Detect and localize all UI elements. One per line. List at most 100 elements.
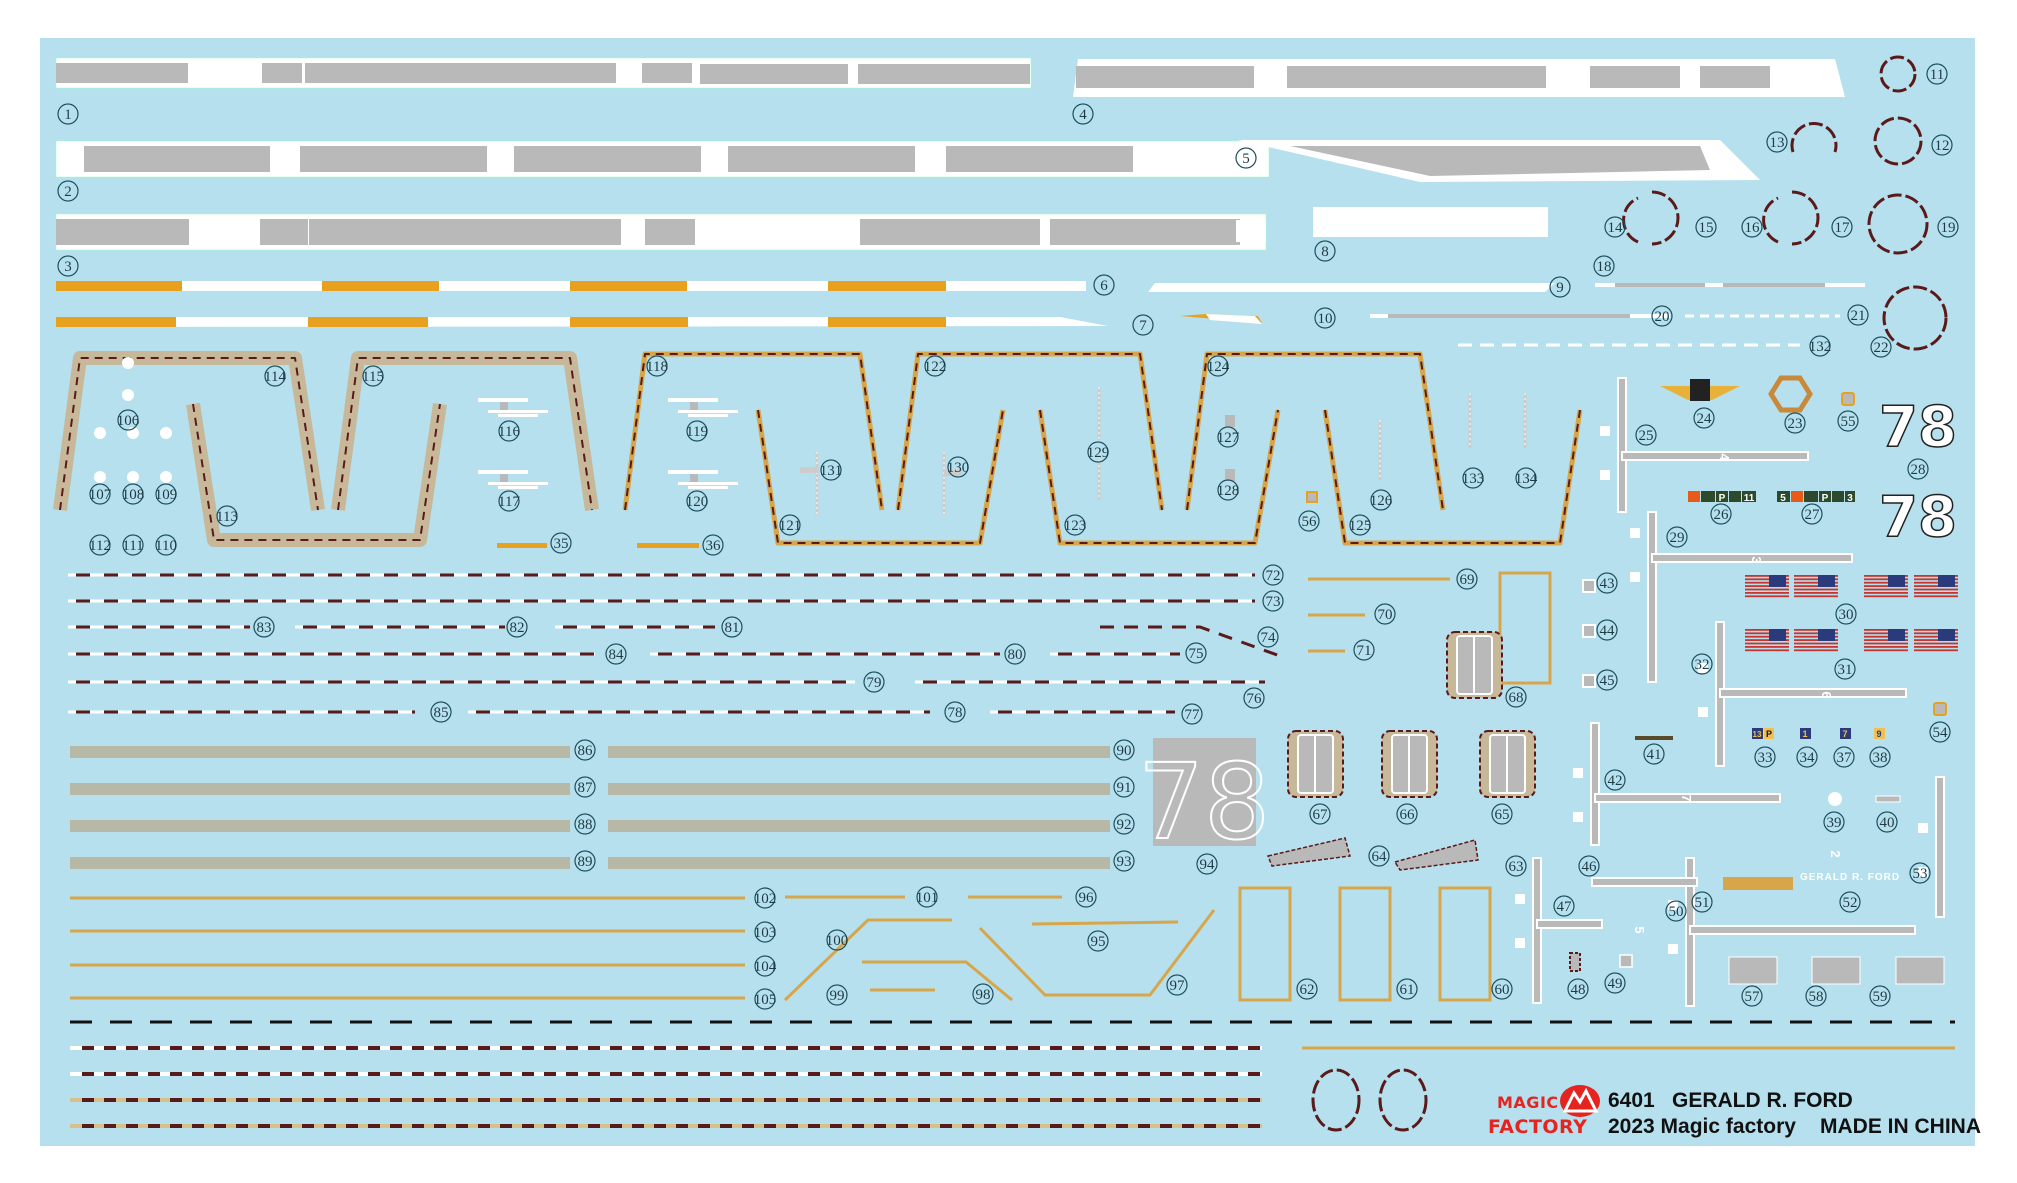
us-flag-decal-stripe: [1864, 639, 1908, 641]
number-circle: [1831, 216, 1853, 238]
deck-marker-42-arm: [1594, 793, 1781, 803]
number-text: 81: [725, 620, 740, 636]
number-text: 10: [1318, 311, 1333, 327]
number-circle: [550, 532, 572, 554]
number-circle: [1839, 891, 1861, 913]
number-text: 68: [1509, 690, 1524, 706]
number-circle: [1741, 216, 1763, 238]
us-flag-decal-stripe: [1745, 581, 1789, 584]
decal-number-64: 64: [1368, 845, 1390, 867]
ring-13: [1790, 121, 1838, 153]
number-circle: [1515, 467, 1537, 489]
us-flag-decal-stripe: [1745, 632, 1789, 635]
number-circle: [1823, 811, 1845, 833]
us-flag-decal-stripe: [1794, 629, 1838, 631]
decal-number-126: 126: [1370, 489, 1393, 511]
number-circle: [1929, 721, 1951, 743]
tag-38-number: 9: [1876, 729, 1881, 739]
decal-number-102: 102: [754, 887, 776, 909]
antenna-decal-120: [678, 482, 738, 485]
number-circle: [1754, 746, 1776, 768]
decal-number-80: 80: [1004, 643, 1026, 665]
decal-number-98: 98: [972, 983, 994, 1005]
decal-number-95: 95: [1087, 930, 1109, 952]
number-text: 116: [498, 424, 520, 440]
deck-strip-3-block: [860, 219, 1040, 245]
number-text: 98: [976, 987, 991, 1003]
number-text: 30: [1839, 607, 1854, 623]
number-text: 76: [1247, 691, 1263, 707]
number-text: 48: [1571, 982, 1586, 998]
number-circle: [253, 616, 275, 638]
decal-number-29: 29: [1666, 526, 1688, 548]
us-flag-decal-stripe: [1914, 649, 1958, 652]
us-flag-decal-canton: [1938, 575, 1955, 587]
number-circle: [916, 886, 938, 908]
number-circle: [754, 887, 776, 909]
decal-number-94: 94: [1196, 853, 1218, 875]
decal-number-121: 121: [779, 514, 801, 536]
number-circle: [1876, 811, 1898, 833]
deck-number-2: 2: [1828, 850, 1843, 857]
khaki-bar-89: [70, 857, 570, 869]
number-text: 112: [89, 538, 111, 554]
white-panel-8: [1313, 207, 1548, 237]
decal-number-63: 63: [1505, 855, 1527, 877]
decal-number-87: 87: [574, 776, 596, 798]
decal-number-68: 68: [1505, 686, 1527, 708]
deck-strip-1-block: [305, 63, 438, 83]
deck-marker-25: [1617, 377, 1627, 513]
decal-number-14: 14: [1604, 216, 1626, 238]
number-circle: [1368, 845, 1390, 867]
number-text: 49: [1608, 976, 1623, 992]
number-text: 43: [1600, 576, 1615, 592]
decal-number-71: 71: [1353, 639, 1375, 661]
decal-number-109: 109: [155, 483, 177, 505]
number-circle: [1353, 639, 1375, 661]
decal-number-120: 120: [686, 490, 708, 512]
deck-marker-47-tab: [1515, 938, 1525, 948]
dashed-line-74: [1100, 625, 1281, 658]
decal-number-75: 75: [1185, 642, 1207, 664]
deck-marker-29: [1647, 511, 1657, 683]
number-text: 69: [1460, 572, 1475, 588]
antenna-decal-119: [688, 414, 728, 417]
number-text: 90: [1117, 743, 1132, 759]
tan-box-62: [1238, 886, 1292, 1002]
decal-number-11: 11: [1926, 63, 1948, 85]
us-flag-decal-stripe: [1794, 646, 1838, 648]
decal-number-20: 20: [1651, 305, 1673, 327]
decal-number-6: 6: [1093, 274, 1115, 296]
decal-number-128: 128: [1217, 479, 1239, 501]
deck-marker-29-tab: [1630, 572, 1640, 582]
number-text: 36: [706, 538, 722, 554]
stripe-7-orange: [308, 317, 428, 327]
number-text: 55: [1841, 414, 1856, 430]
stripe-35: [497, 543, 547, 548]
number-text: 28: [1911, 462, 1926, 478]
hexagon-decal-23: [1768, 375, 1813, 413]
number-circle: [1801, 503, 1823, 525]
square-decal-49: [1619, 954, 1633, 968]
white-dot-decal: [160, 471, 172, 483]
decal-number-40: 40: [1876, 811, 1898, 833]
decal-number-25: 25: [1635, 424, 1657, 446]
us-flag-decal-stripe: [1914, 575, 1958, 577]
number-text: 6: [1100, 278, 1108, 294]
number-text: 65: [1495, 807, 1510, 823]
decal-number-30: 30: [1835, 603, 1857, 625]
deck-number-6: 6: [1819, 691, 1834, 698]
us-flag-decal-stripe: [1794, 581, 1838, 584]
deck-strip-2-block: [514, 146, 701, 172]
us-flag-decal-stripe: [1914, 578, 1958, 581]
number-circle: [1665, 900, 1687, 922]
number-text: 32: [1695, 657, 1710, 673]
decal-number-43: 43: [1596, 572, 1618, 594]
deck-strip-3-block: [260, 219, 308, 245]
number-circle: [216, 505, 238, 527]
decal-number-28: 28: [1907, 458, 1929, 480]
number-text: 85: [434, 705, 449, 721]
us-flag-decal-stripe: [1864, 595, 1908, 598]
number-circle: [1593, 255, 1615, 277]
deck-marker-25-tab: [1600, 470, 1610, 480]
